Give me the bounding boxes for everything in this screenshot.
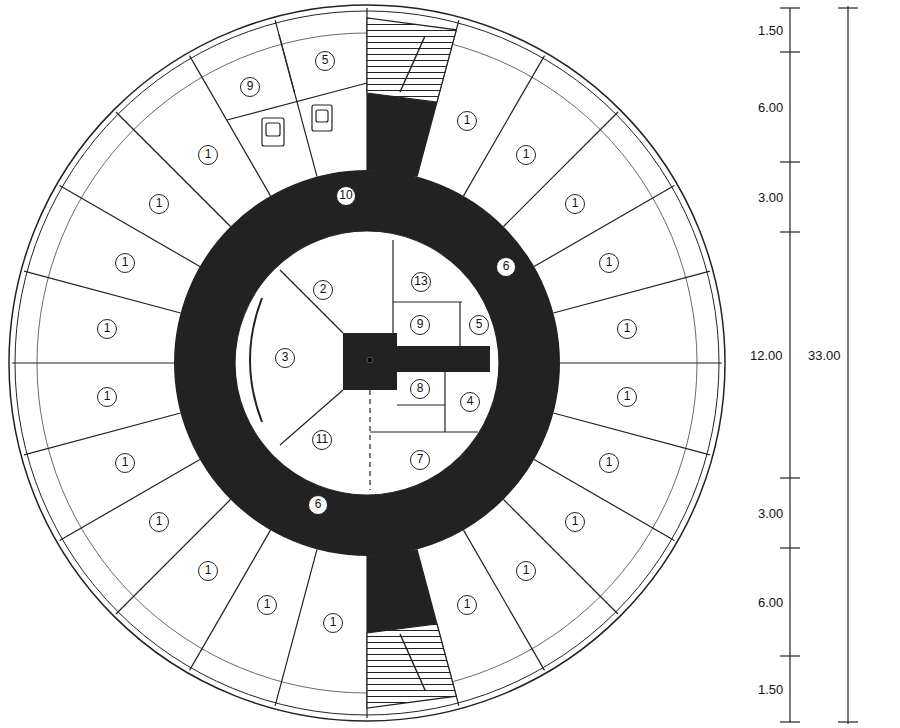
callout-number: 1 bbox=[198, 561, 218, 581]
plan-line bbox=[12, 362, 174, 363]
plan-line bbox=[262, 118, 284, 146]
plan-line bbox=[397, 404, 445, 405]
callout-number: 1 bbox=[257, 595, 277, 615]
dimension-value: 3.00 bbox=[757, 506, 784, 521]
utility-room bbox=[227, 35, 367, 146]
plan-line bbox=[392, 240, 393, 346]
plan-line bbox=[24, 271, 181, 313]
plan-line bbox=[280, 270, 343, 333]
plan-line bbox=[789, 8, 790, 722]
plan-line bbox=[560, 362, 722, 363]
dimension-lines bbox=[780, 6, 858, 724]
callout-number: 1 bbox=[115, 453, 135, 473]
callout-number: 2 bbox=[313, 280, 333, 300]
callout-number: 1 bbox=[149, 194, 169, 214]
plan-line bbox=[504, 112, 619, 227]
plan-line bbox=[370, 431, 478, 432]
plan-line bbox=[393, 301, 462, 302]
callout-number: 1 bbox=[457, 595, 477, 615]
plan-line bbox=[780, 477, 800, 478]
plan-line bbox=[444, 372, 445, 432]
plan-line bbox=[780, 231, 800, 232]
plan-line bbox=[780, 161, 800, 162]
outer-wall bbox=[9, 5, 725, 721]
plan-line bbox=[553, 413, 710, 455]
callout-number: 8 bbox=[410, 379, 430, 399]
plan-line bbox=[838, 7, 858, 8]
corridor-ring bbox=[174, 170, 560, 556]
plan-line bbox=[838, 721, 858, 722]
dimension-value: 33.00 bbox=[807, 348, 842, 363]
callout-number: 1 bbox=[457, 111, 477, 131]
plan-line bbox=[266, 123, 280, 136]
callout-number: 13 bbox=[411, 272, 431, 292]
plan-line bbox=[190, 56, 271, 196]
plan-line bbox=[780, 721, 800, 722]
callout-number: 1 bbox=[115, 253, 135, 273]
callout-number: 9 bbox=[240, 77, 260, 97]
callout-number: 1 bbox=[617, 387, 637, 407]
callout-number: 1 bbox=[516, 145, 536, 165]
callout-number: 4 bbox=[460, 392, 480, 412]
callout-number: 1 bbox=[599, 253, 619, 273]
dimension-value: 1.50 bbox=[757, 682, 784, 697]
callout-number: 1 bbox=[617, 319, 637, 339]
callout-number: 5 bbox=[469, 315, 489, 335]
stair-shaft bbox=[367, 549, 437, 633]
plan-line bbox=[504, 500, 619, 615]
stair-rail bbox=[400, 634, 425, 690]
callout-number: 6 bbox=[496, 257, 516, 277]
dimension-value: 3.00 bbox=[757, 190, 784, 205]
staircase bbox=[367, 624, 456, 708]
plan-line bbox=[553, 271, 710, 313]
callout-number: 11 bbox=[312, 430, 332, 450]
callout-number: 1 bbox=[198, 145, 218, 165]
callout-number: 1 bbox=[516, 561, 536, 581]
callout-number: 1 bbox=[149, 512, 169, 532]
callout-number: 3 bbox=[275, 348, 295, 368]
plan-line bbox=[312, 105, 332, 131]
plan-line bbox=[279, 35, 295, 93]
stair-shaft bbox=[367, 93, 437, 177]
callout-number: 10 bbox=[336, 186, 356, 206]
plan-line bbox=[780, 7, 800, 8]
plan-line bbox=[780, 547, 800, 548]
callout-number: 1 bbox=[565, 194, 585, 214]
staircase bbox=[367, 18, 456, 102]
plan-line bbox=[316, 110, 328, 122]
dimension-value: 1.50 bbox=[757, 23, 784, 38]
center-point bbox=[367, 357, 373, 363]
callout-number: 1 bbox=[97, 319, 117, 339]
dimension-value: 12.00 bbox=[749, 348, 784, 363]
plan-line bbox=[250, 298, 262, 422]
dimension-value: 6.00 bbox=[757, 595, 784, 610]
callout-number: 1 bbox=[97, 387, 117, 407]
callout-number: 6 bbox=[308, 495, 328, 515]
stair-rail bbox=[400, 36, 425, 92]
dimension-value: 6.00 bbox=[757, 100, 784, 115]
plan-line bbox=[369, 390, 370, 490]
plan-line bbox=[780, 655, 800, 656]
plan-line bbox=[24, 413, 181, 455]
plan-line bbox=[459, 302, 460, 346]
callout-number: 7 bbox=[410, 450, 430, 470]
plan-line bbox=[116, 500, 231, 615]
callout-number: 1 bbox=[565, 512, 585, 532]
plan-line bbox=[116, 112, 231, 227]
core bbox=[235, 231, 499, 495]
callout-number: 1 bbox=[599, 453, 619, 473]
callout-number: 1 bbox=[323, 613, 343, 633]
plan-line bbox=[780, 51, 800, 52]
room-partitions bbox=[12, 8, 722, 718]
callout-number: 5 bbox=[315, 51, 335, 71]
plan-line bbox=[847, 6, 848, 724]
plan-line bbox=[275, 549, 317, 706]
callout-number: 9 bbox=[410, 315, 430, 335]
